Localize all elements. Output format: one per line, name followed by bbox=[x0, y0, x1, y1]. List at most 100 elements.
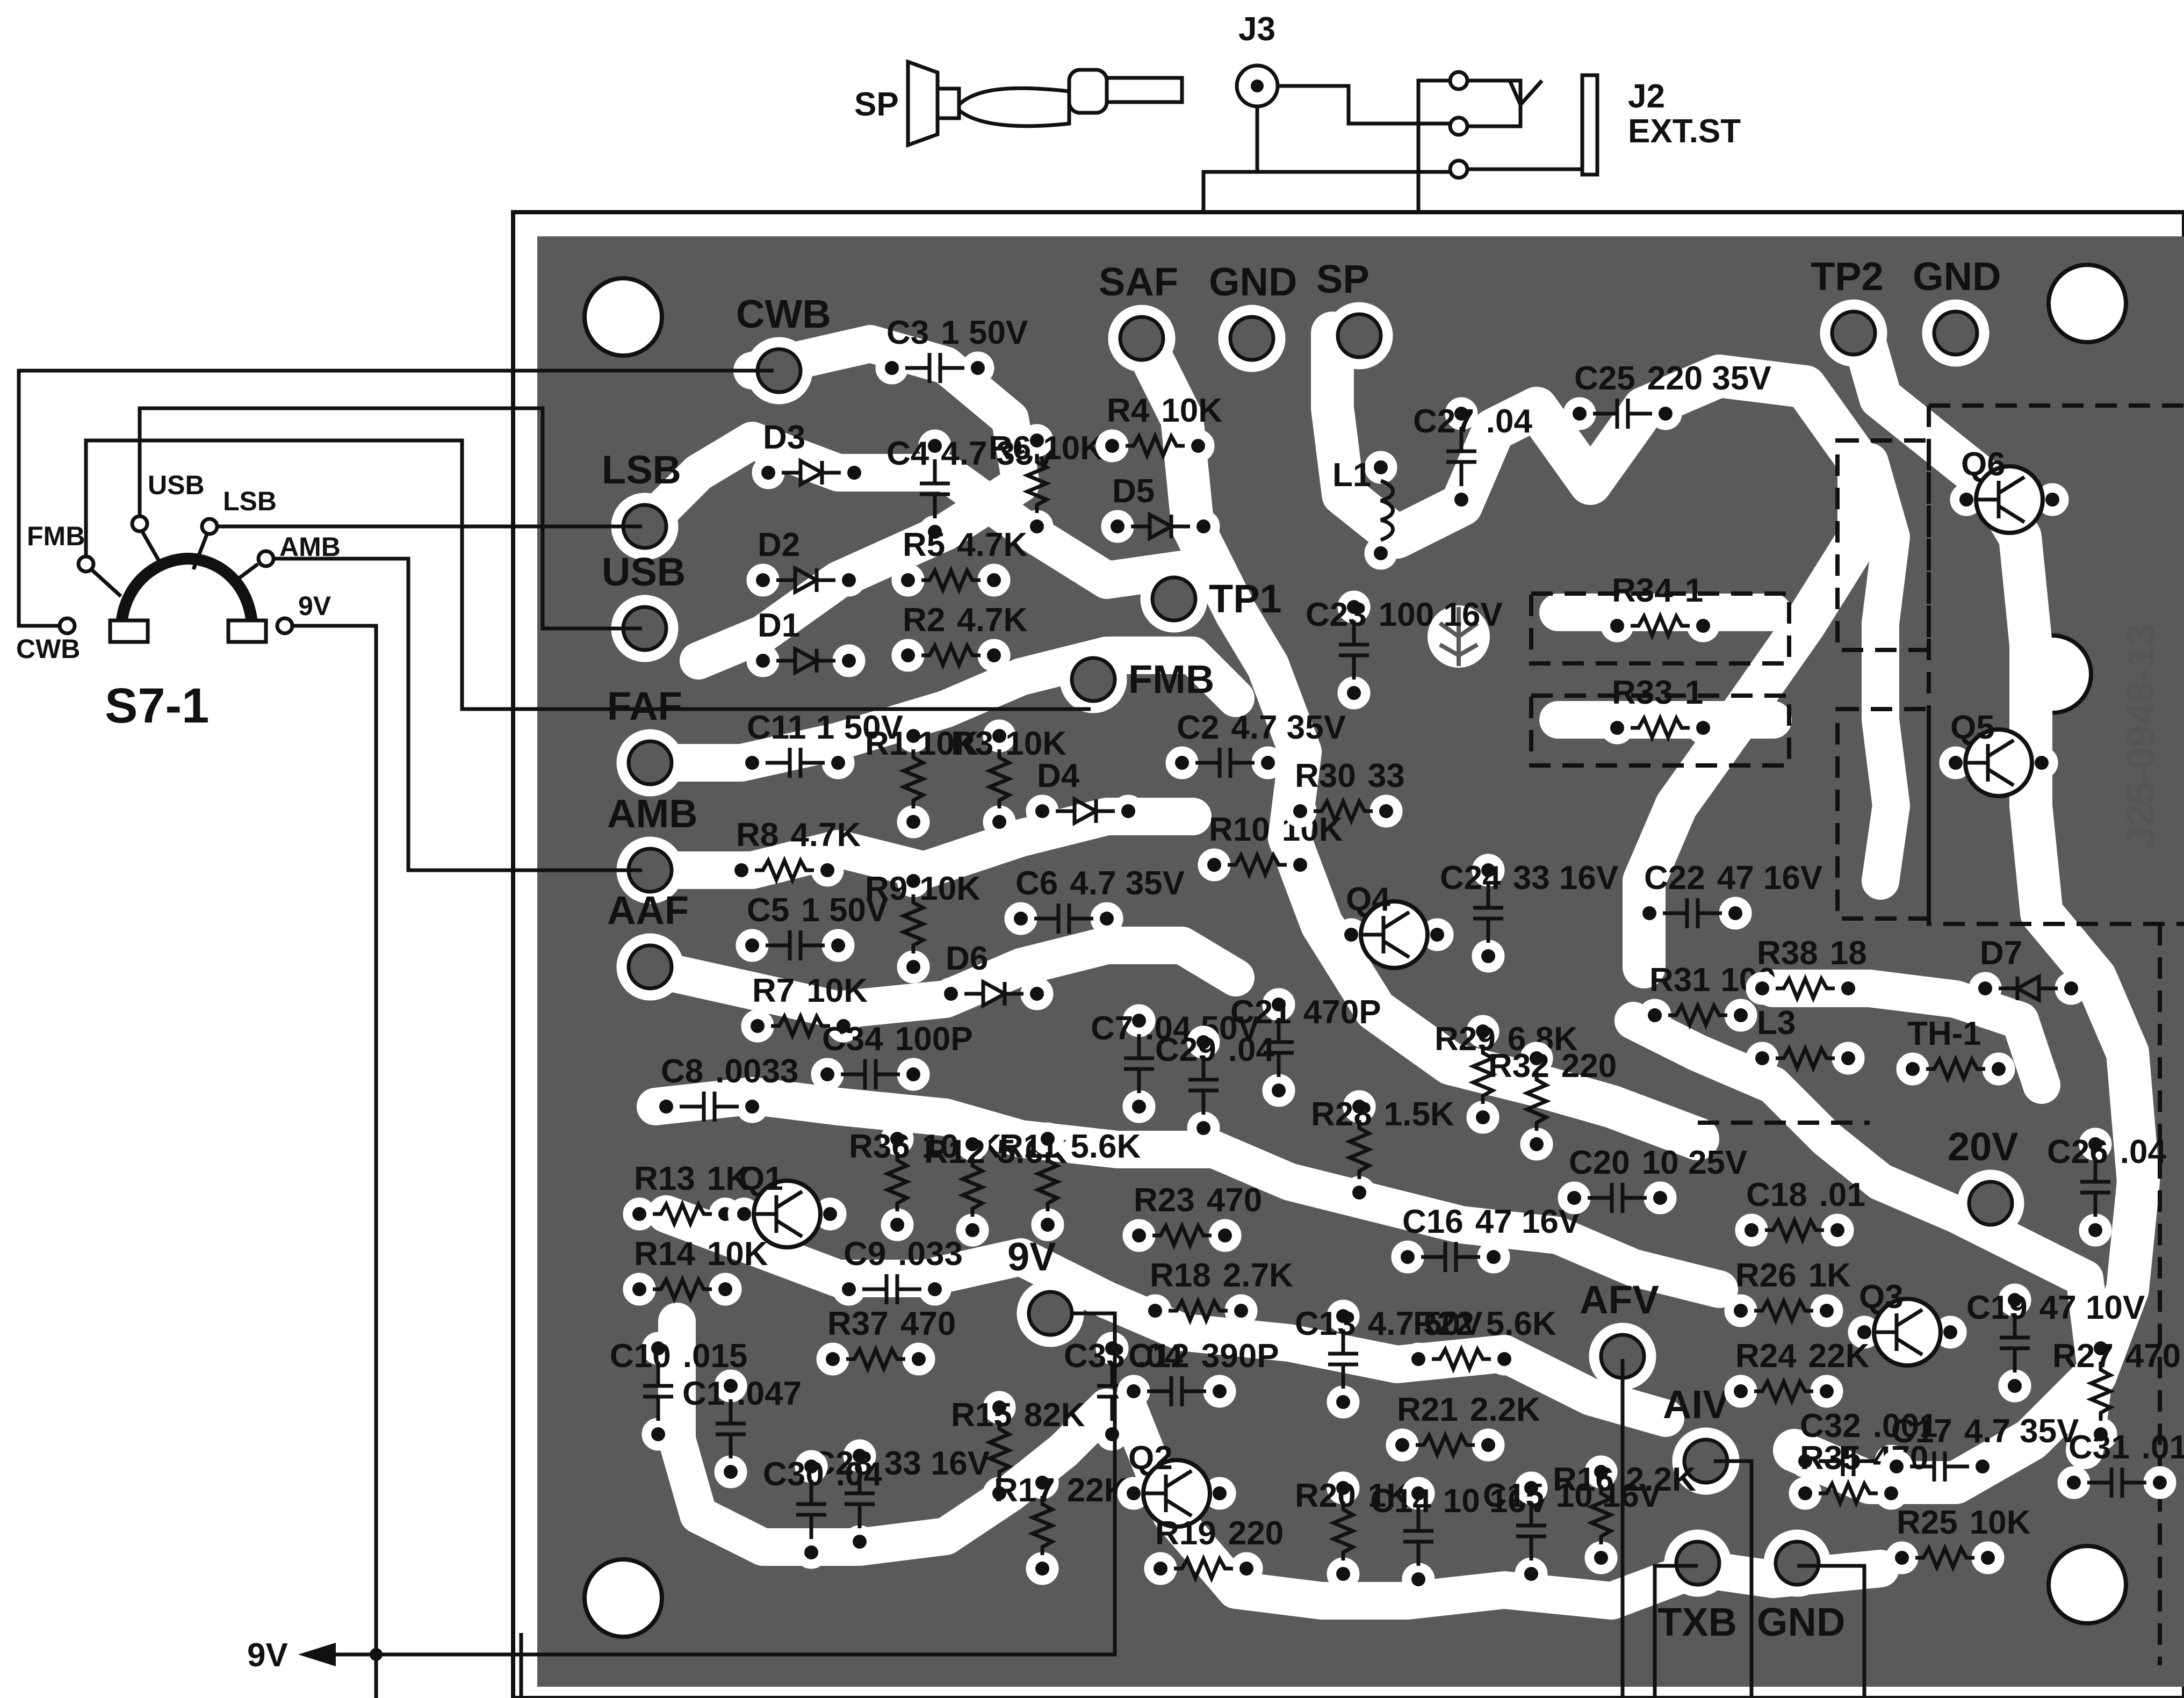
component-ref: C5 bbox=[747, 892, 789, 929]
pad-sp: SP bbox=[1316, 257, 1393, 370]
capacitor-icon bbox=[1663, 898, 1722, 928]
lead-hole bbox=[1454, 407, 1468, 421]
component-ref: C31 bbox=[2068, 1429, 2130, 1466]
pad-hole bbox=[1774, 1540, 1821, 1587]
pad-label: SAF bbox=[1099, 259, 1178, 304]
capacitor-icon bbox=[1195, 748, 1255, 778]
component-ref: R7 bbox=[752, 972, 795, 1009]
component-label: D3 bbox=[763, 419, 805, 456]
component-value: .04 bbox=[1228, 1031, 1275, 1068]
lead-hole bbox=[1401, 1250, 1415, 1264]
mounting-hole-top-left bbox=[582, 276, 664, 358]
lead-hole bbox=[1121, 804, 1135, 818]
component-c4 bbox=[918, 429, 952, 548]
component-ref: C21 bbox=[1230, 994, 1292, 1031]
resistor-icon bbox=[1416, 1430, 1475, 1460]
lead-hole bbox=[831, 756, 845, 770]
component-value: .04 bbox=[1137, 1338, 1184, 1375]
lead-hole bbox=[1594, 1465, 1608, 1479]
lead-hole bbox=[1594, 1551, 1608, 1565]
component-label: C30.04 bbox=[763, 1456, 882, 1493]
lead-hole bbox=[1487, 1250, 1501, 1264]
resistor-icon bbox=[957, 1158, 988, 1217]
component-c3 bbox=[875, 351, 994, 385]
component-value: 22K bbox=[1808, 1338, 1870, 1375]
resistor-icon bbox=[1328, 1501, 1358, 1560]
component-value: 33 16V bbox=[884, 1445, 990, 1482]
component-value: 1 50V bbox=[941, 314, 1028, 351]
mounting-hole-bottom-left bbox=[582, 1557, 664, 1639]
lead-hole bbox=[987, 573, 1001, 587]
component-label: C29.04 bbox=[1155, 1031, 1274, 1068]
component-c28 bbox=[843, 1439, 876, 1558]
component-ref: R30 bbox=[1295, 757, 1356, 794]
pad-gnd: GND bbox=[1913, 254, 2001, 367]
component-r9 bbox=[897, 864, 930, 984]
pad-hole bbox=[1932, 309, 1979, 357]
component-r28 bbox=[1343, 1090, 1376, 1209]
component-r36 bbox=[881, 1122, 914, 1241]
component-ref: C3 bbox=[886, 314, 929, 351]
lead-hole bbox=[745, 756, 759, 770]
component-value: 4.7K bbox=[957, 526, 1027, 563]
transistor-icon bbox=[752, 1179, 823, 1249]
switch-arrows bbox=[90, 531, 260, 598]
resistor-icon bbox=[653, 1199, 712, 1229]
component-value: 390P bbox=[1201, 1338, 1279, 1375]
j2-body bbox=[1580, 73, 1599, 177]
capacitor-icon bbox=[2080, 1158, 2110, 1217]
component-value: 470 bbox=[1207, 1182, 1262, 1219]
component-r17 bbox=[1026, 1466, 1059, 1585]
component-r25 bbox=[1885, 1541, 2005, 1574]
component-value: 10K bbox=[1043, 430, 1104, 467]
lead-hole bbox=[718, 1282, 732, 1296]
resistor-icon bbox=[1033, 1152, 1063, 1211]
component-r4 bbox=[1095, 429, 1215, 463]
lead-hole bbox=[651, 1341, 665, 1355]
component-ref: R25 bbox=[1897, 1504, 1958, 1541]
component-value: 5.6K bbox=[1486, 1305, 1556, 1342]
lead-hole bbox=[1476, 1024, 1490, 1038]
lead-hole bbox=[756, 573, 770, 587]
component-ref: Q5 bbox=[1950, 709, 1995, 746]
capacitor-icon bbox=[1516, 1501, 1546, 1560]
component-value: 18 bbox=[1830, 935, 1867, 972]
transistor-icon bbox=[1872, 1297, 1943, 1368]
lead-hole bbox=[1411, 1486, 1425, 1500]
lead-hole bbox=[2035, 756, 2049, 770]
switch-label-usb: USB bbox=[148, 470, 205, 500]
component-c31 bbox=[2057, 1466, 2176, 1499]
resistor-icon bbox=[1169, 1296, 1228, 1326]
capacitor-icon bbox=[1473, 884, 1503, 943]
trace-11 bbox=[637, 1077, 1738, 1308]
component-label: TH-1 bbox=[1907, 1015, 1981, 1052]
component-ref: D4 bbox=[1037, 757, 1080, 794]
capacitor-icon bbox=[1034, 904, 1093, 934]
inductor-icon bbox=[1380, 479, 1395, 542]
pad-label: GND bbox=[1209, 259, 1297, 304]
component-ref: D1 bbox=[758, 607, 800, 644]
component-ref: R20 bbox=[1295, 1477, 1356, 1514]
component-value: 1 50V bbox=[816, 709, 903, 746]
transistor-icon bbox=[1141, 1458, 1212, 1529]
component-r22 bbox=[1402, 1342, 1521, 1376]
component-ref: R4 bbox=[1107, 392, 1150, 429]
pad-label: FAF bbox=[607, 684, 682, 728]
pad-txb: TXB bbox=[1657, 1529, 1737, 1644]
capacitor-icon bbox=[1446, 427, 1476, 486]
lead-hole bbox=[906, 729, 920, 743]
switch-rotor-icon bbox=[115, 552, 258, 634]
component-r23 bbox=[1122, 1219, 1242, 1252]
pad-tp1: TP1 bbox=[1140, 565, 1282, 633]
capacitor-icon bbox=[1421, 1242, 1480, 1272]
component-ref: R21 bbox=[1397, 1391, 1458, 1428]
lead-hole bbox=[1454, 493, 1468, 507]
component-r18 bbox=[1138, 1294, 1258, 1327]
